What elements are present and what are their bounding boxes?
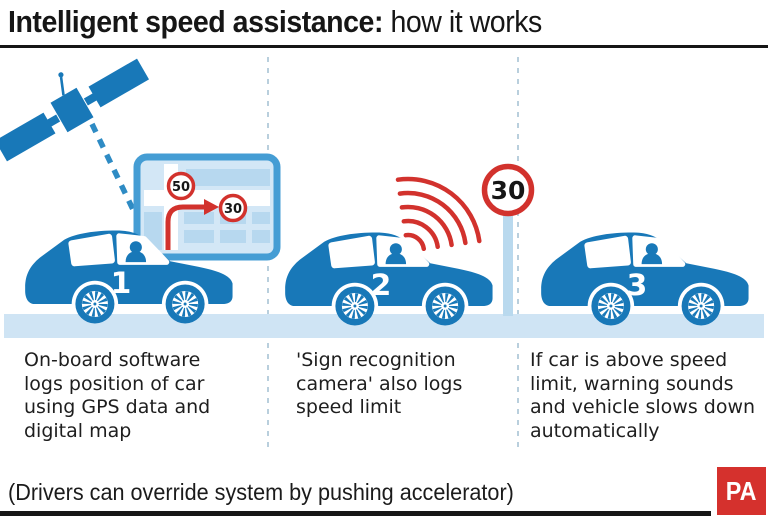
car-3-illustration: 3: [541, 233, 748, 326]
step-2-caption-cell: 'Sign recognition camera' also logs spee…: [268, 349, 518, 443]
title-regular: how it works: [390, 4, 542, 39]
speed-limit-sign-icon: 30: [481, 163, 535, 316]
sign-pole: [503, 210, 513, 316]
pa-logo: PA: [717, 467, 766, 515]
navigation-map-icon: 50 30: [133, 153, 281, 261]
car-2-illustration: 2: [285, 233, 492, 326]
title-bold: Intelligent speed assistance:: [8, 4, 383, 39]
sign-recognition-waves-icon: [395, 176, 482, 252]
step-2-caption: 'Sign recognition camera' also logs spee…: [296, 349, 463, 419]
svg-text:50: 50: [172, 180, 190, 195]
step-1-caption-cell: On-board software logs position of car u…: [0, 349, 268, 443]
step-captions: On-board software logs position of car u…: [0, 349, 768, 443]
title-divider: [0, 45, 768, 48]
step-3-caption: If car is above speed limit, warning sou…: [530, 349, 756, 442]
satellite-icon: [0, 58, 150, 162]
page-title: Intelligent speed assistance: how it wor…: [8, 4, 542, 40]
gps-signal-beam-icon: [89, 122, 154, 249]
route-arrow-icon: [165, 199, 219, 250]
step-1-caption: On-board software logs position of car u…: [24, 349, 211, 442]
car-2-number: 2: [371, 268, 392, 303]
map-speed-sign-50: 50: [166, 171, 196, 201]
pa-logo-text: PA: [726, 475, 757, 506]
svg-text:30: 30: [491, 176, 526, 205]
step-3-caption-cell: If car is above speed limit, warning sou…: [518, 349, 768, 443]
car-1-number: 1: [111, 266, 132, 301]
road-strip: [4, 314, 764, 338]
car-3-number: 3: [627, 268, 648, 303]
footer-divider: [0, 511, 711, 516]
car-1-illustration: 1: [25, 231, 232, 324]
map-speed-sign-30: 30: [218, 193, 248, 223]
svg-text:30: 30: [224, 202, 242, 217]
override-note: (Drivers can override system by pushing …: [8, 479, 514, 505]
